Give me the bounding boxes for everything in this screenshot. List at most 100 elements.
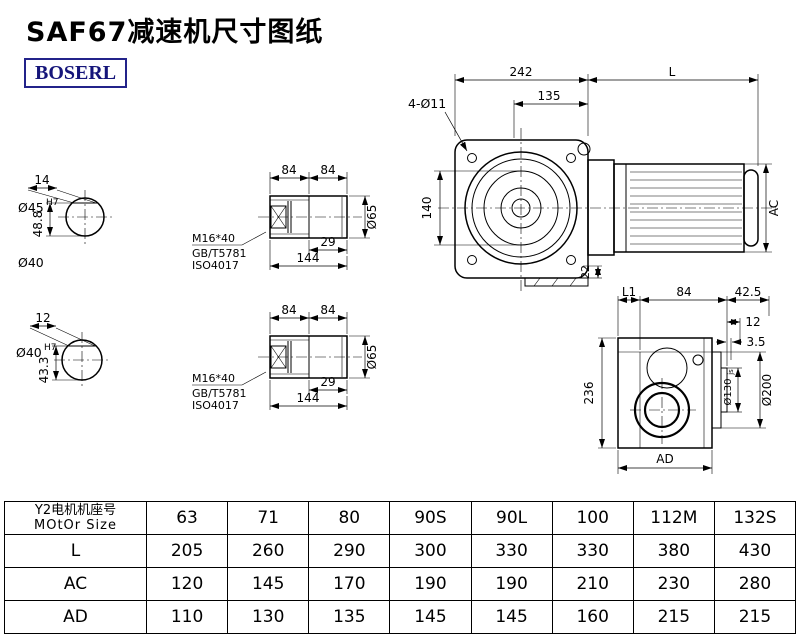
table-row-AD: AD 110 130 135 145 145 160 215 215 [4,600,797,634]
dim-29: 29 [308,235,348,254]
table-row-AC: AC 120 145 170 190 190 210 230 280 [4,567,797,601]
dim-label: Ø65 [365,345,379,370]
dim-label: 144 [297,251,320,265]
table-cell: 380 [632,534,715,568]
row-label-L: L [4,534,147,568]
page-title: SAF67减速机尺寸图纸 [26,17,324,48]
dim-tolerance: js [727,369,735,376]
dim-label: AC [767,200,781,216]
dim-label: L [669,65,676,79]
row-label-AC: AC [4,567,147,601]
bolt-label: M16*40 [192,372,235,385]
dim-label: 84 [320,163,335,177]
table-cell: 205 [145,534,229,568]
table-cell: 190 [389,567,472,601]
table-cell: 145 [227,567,310,601]
gearbox-front-view: 242 L 135 4-Ø11 140 [408,65,781,292]
bolt-note: M16*40 GB/T5781 ISO4017 [192,231,267,272]
motor-size-71: 71 [227,501,310,535]
table-cell: 120 [145,567,229,601]
table-cell: 330 [551,534,634,568]
dim-label: Ø130 [722,379,734,406]
dim-keyway-width-14: 14 [27,173,97,204]
motor [587,159,759,256]
label-bore-40: Ø40 H7 [16,343,57,360]
shaft-side-view-top: 84 84 29 144 Ø65 [192,163,379,272]
dim-label: 84 [320,303,335,317]
dim-dia-65: Ø65 [349,195,379,239]
motor-size-label-cn: Y2电机机座号 [34,503,117,518]
motor-size-80: 80 [308,501,391,535]
shaft-side-view-bottom: 84 84 29 144 Ø65 [192,303,379,412]
dim-dia-65: Ø65 [349,335,379,379]
motor-size-63: 63 [145,501,229,535]
standard-label: GB/T5781 [192,247,247,260]
bore-label: Ø40 [16,345,42,360]
dim-label: 84 [281,303,296,317]
table-cell: 215 [632,600,715,634]
motor-size-90s: 90S [389,501,472,535]
table-cell: 170 [308,567,391,601]
dim-label: 29 [320,235,335,249]
dim-label: Ø200 [760,374,774,406]
dim-label: 43.3 [37,357,51,384]
dim-keyway-height-43-3: 43.3 [37,345,81,384]
dim-label: AD [656,452,673,466]
table-cell: 330 [470,534,553,568]
dim-3-5: 3.5 [716,335,766,360]
dim-keyway-width-12: 12 [29,311,96,347]
dim-label: 140 [420,197,434,220]
table-cell: 160 [551,600,634,634]
shaft-end-view-top: 14 Ø45 H7 48.8 Ø40 [18,173,112,270]
row-label-AD: AD [4,600,147,634]
motor-size-label-en: MOtOr Size [34,518,117,533]
label-shaft-dia-40: Ø40 [18,255,44,270]
dim-12: 12 [727,315,761,340]
table-cell: 290 [308,534,391,568]
table-cell: 260 [227,534,310,568]
bore-label: Ø45 [18,200,44,215]
table-row-L: L 205 260 290 300 330 330 380 430 [4,534,797,568]
dim-label: L1 [622,285,636,299]
dim-L: L [588,65,759,166]
bolt-label: M16*40 [192,232,235,245]
dim-label: 84 [281,163,296,177]
dim-242: 242 [454,65,589,136]
dim-236: 236 [582,337,616,449]
table-cell: 145 [389,600,472,634]
dim-AD: AD [617,450,713,474]
motor-size-100: 100 [551,501,634,535]
table-cell: 110 [145,600,229,634]
motor-size-112m: 112M [632,501,715,535]
table-cell: 130 [227,600,310,634]
standard-label: ISO4017 [192,399,239,412]
dim-84-84: 84 84 [269,303,348,334]
dim-label: 12 [745,315,760,329]
dim-135: 135 [513,89,588,138]
dim-holes-4-11: 4-Ø11 [408,96,468,152]
brand-logo-text: BOSERL [35,62,117,84]
table-cell: 215 [713,600,797,634]
dim-label: 3.5 [746,335,765,349]
table-cell: 135 [308,600,391,634]
table-header-label: Y2电机机座号 MOtOr Size [4,501,147,535]
table-cell: 210 [551,567,634,601]
technical-drawing: 14 Ø45 H7 48.8 Ø40 12 [16,65,781,474]
dim-144: 144 [269,240,348,270]
standard-label: ISO4017 [192,259,239,272]
dim-top-chain: L1 84 42.5 [617,285,770,366]
gearbox-side-view: L1 84 42.5 12 3.5 236 [582,285,774,474]
motor-size-table: Y2电机机座号 MOtOr Size 63 71 80 90S 90L 100 … [4,501,797,634]
dim-label: 42.5 [735,285,762,299]
brand-logo: BOSERL [24,58,128,88]
table-cell: 280 [713,567,797,601]
dim-label: 144 [297,391,320,405]
dim-AC: AC [744,163,781,253]
motor-size-132s: 132S [713,501,797,535]
dim-84-84: 84 84 [269,163,348,194]
dim-144: 144 [269,380,348,410]
dim-label: 242 [510,65,533,79]
dim-dia-200: Ø200 [721,351,774,429]
dim-label: 22 [579,265,592,279]
